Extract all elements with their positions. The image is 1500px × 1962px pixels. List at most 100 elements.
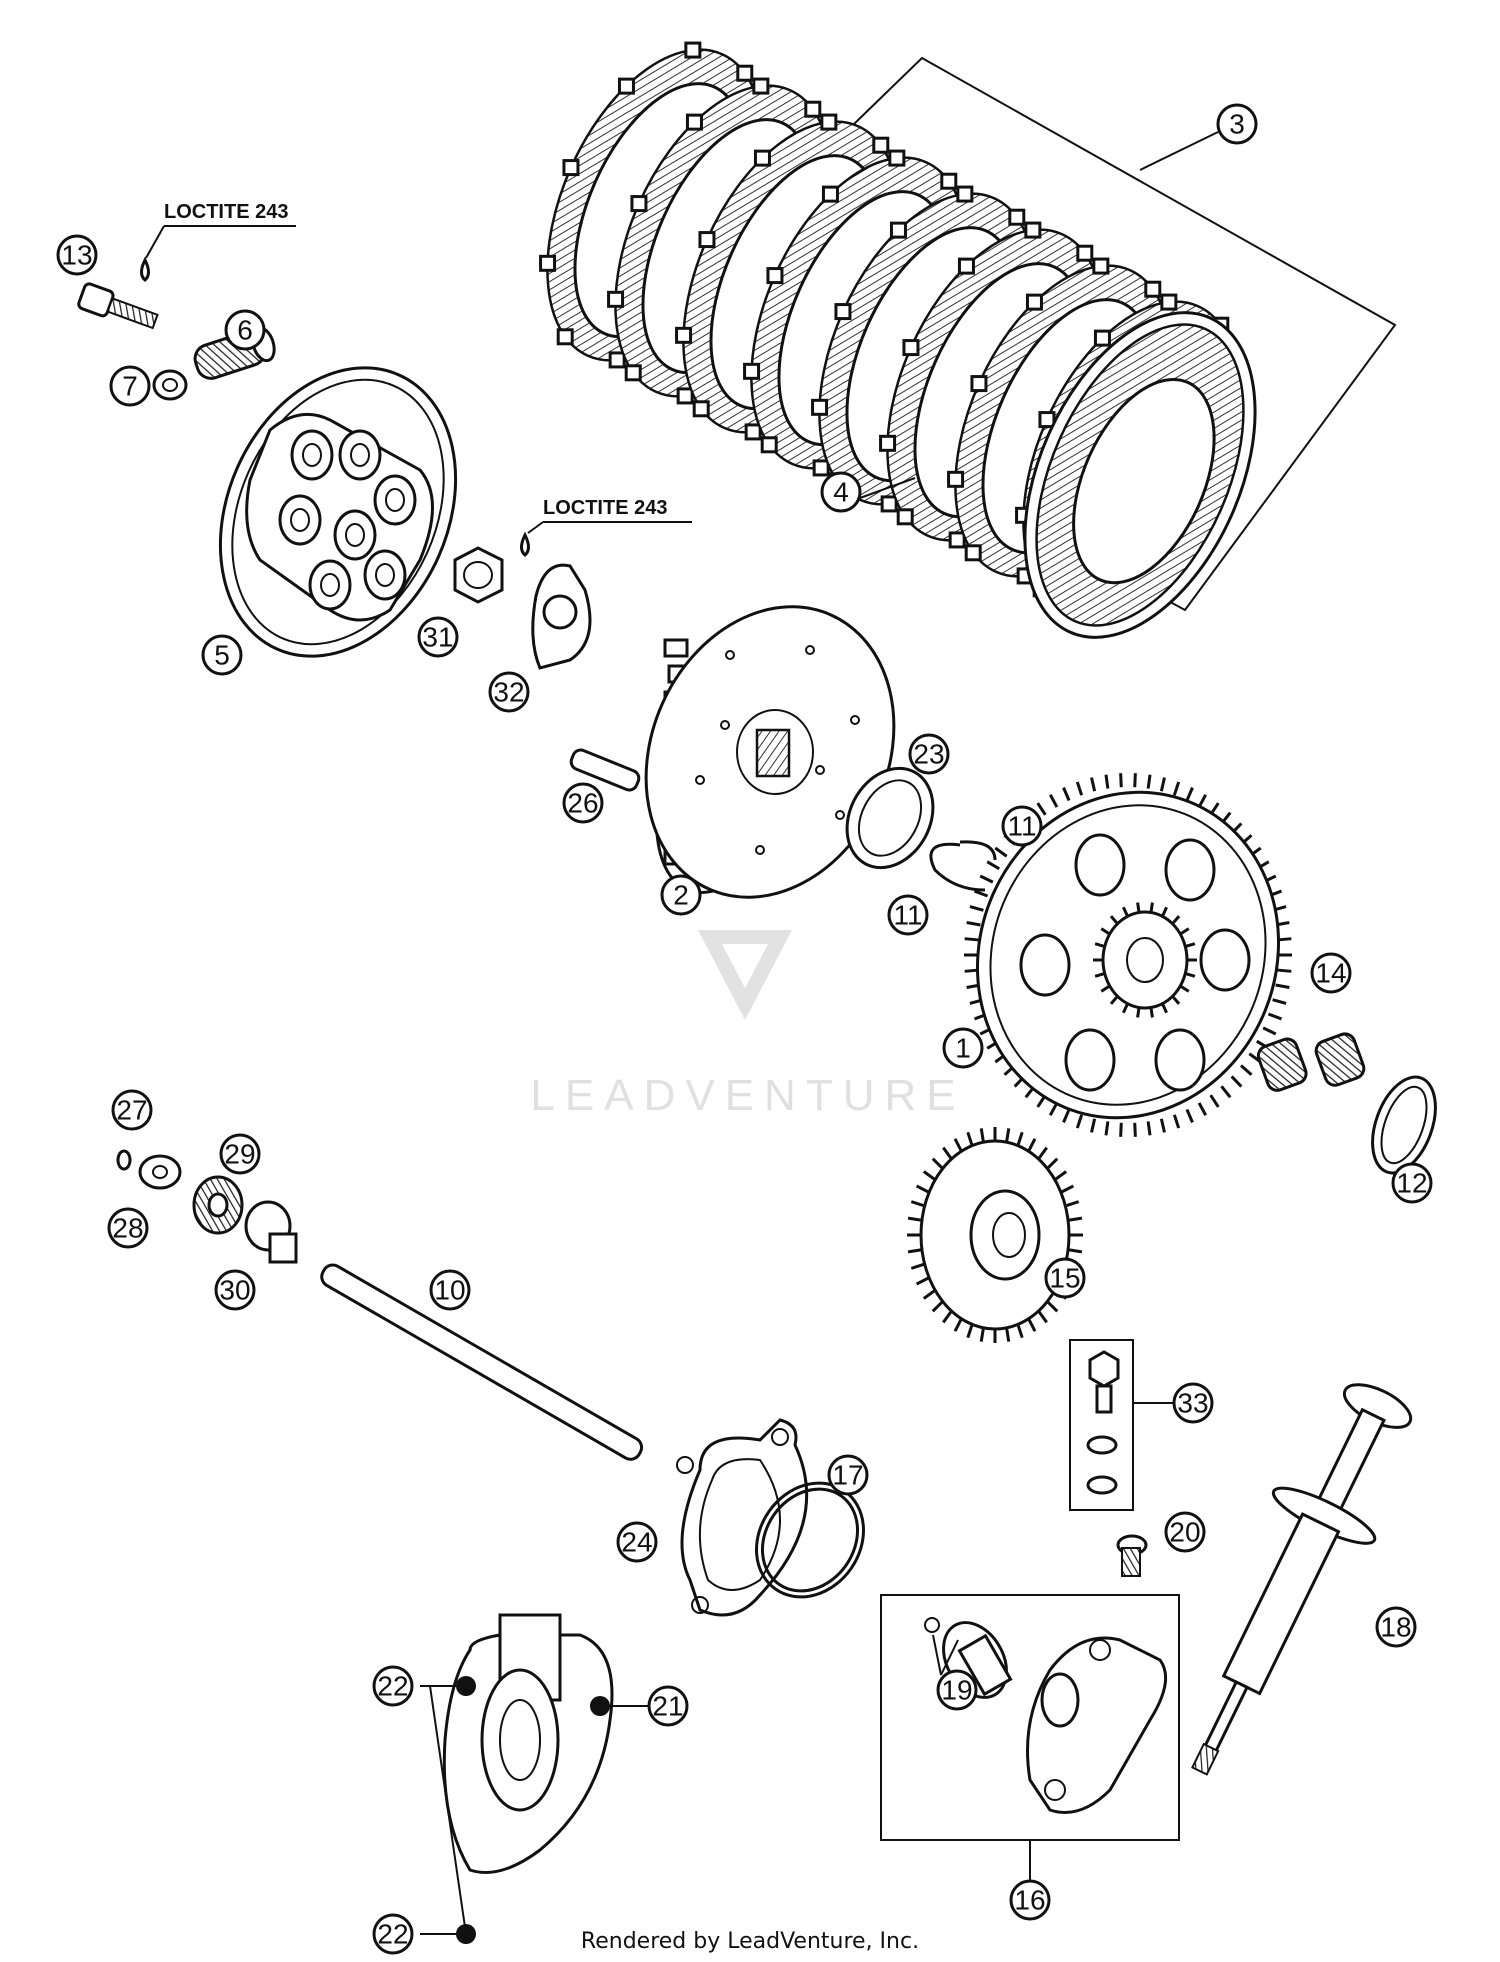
callout-15-label: 15 — [1049, 1263, 1080, 1294]
plate-tab — [811, 398, 829, 416]
basket-tooth — [986, 860, 1001, 871]
slave-cylinder-kit — [880, 1594, 1180, 1841]
plate-tab — [744, 423, 762, 441]
spring-boss — [278, 494, 322, 546]
callout-14-label: 14 — [1315, 958, 1346, 989]
callout-26: 26 — [562, 782, 604, 824]
callout-5: 5 — [201, 634, 243, 676]
plate-tab — [760, 436, 778, 454]
basket-tooth — [1062, 1108, 1071, 1123]
callout-17-label: 17 — [832, 1460, 863, 1491]
hub-hole — [725, 650, 735, 660]
plate-tab — [1024, 221, 1042, 239]
callout-13-label: 13 — [61, 240, 92, 271]
callout-21-label: 21 — [652, 1691, 683, 1722]
basket-tooth — [1185, 787, 1194, 802]
callout-6-label: 6 — [237, 315, 253, 346]
plate-tab — [834, 303, 852, 321]
callout-17: 17 — [827, 1454, 869, 1496]
callout-22a: 22 — [372, 1665, 414, 1707]
basket-tooth — [1104, 774, 1110, 789]
callout-1-label: 1 — [955, 1033, 971, 1064]
plate-tab — [821, 185, 839, 203]
callout-18: 18 — [1375, 1606, 1417, 1648]
callout-1: 1 — [942, 1027, 984, 1069]
basket-window — [1199, 928, 1251, 992]
steel-plate-bore — [1072, 377, 1216, 585]
basket-tooth — [1220, 1085, 1232, 1099]
plate-tab — [889, 221, 907, 239]
callout-11a-label: 11 — [1007, 811, 1036, 842]
plate-tab — [685, 113, 703, 131]
watermark-v-logo-icon — [698, 930, 792, 1020]
callout-22b-label: 22 — [377, 1919, 408, 1950]
callout-31: 31 — [417, 616, 459, 658]
callout-11a: 11 — [1001, 805, 1043, 847]
bleed-syringe — [1191, 1383, 1413, 1776]
callout-22b: 22 — [372, 1913, 414, 1955]
basket-tooth — [964, 937, 979, 942]
basket-tooth — [1075, 1114, 1084, 1129]
plate-tab — [607, 290, 625, 308]
basket-tooth — [1159, 777, 1166, 792]
plate-tab — [692, 400, 710, 418]
callout-2-label: 2 — [673, 880, 689, 911]
callout-19: 19 — [936, 1669, 978, 1711]
clutch-plate-stack — [539, 41, 1397, 639]
basket-window — [1154, 1028, 1206, 1092]
basket-tooth — [1119, 1122, 1123, 1137]
callout-13: 13 — [56, 234, 98, 276]
callout-27: 27 — [111, 1089, 153, 1131]
callout-10-label: 10 — [434, 1275, 465, 1306]
plate-tab — [617, 77, 635, 95]
callout-6: 6 — [224, 309, 266, 351]
callout-28: 28 — [107, 1207, 149, 1249]
bleed-valve-kit — [1069, 1339, 1134, 1511]
basket-tooth — [1048, 1102, 1059, 1116]
snap-rings — [929, 840, 997, 892]
spring-boss — [308, 559, 352, 611]
plate-tab — [736, 64, 754, 82]
plate-tab — [1025, 293, 1043, 311]
basket-window — [1074, 833, 1126, 897]
gear-bore — [992, 1212, 1026, 1258]
callout-7: 7 — [109, 365, 151, 407]
basket-window — [1064, 1028, 1116, 1092]
plate-tab — [888, 149, 906, 167]
callout-4: 4 — [820, 471, 862, 513]
thrust-washer — [845, 766, 935, 870]
callout-23: 23 — [908, 733, 950, 775]
cover-gasket — [676, 1418, 809, 1617]
callout-30-label: 30 — [219, 1275, 250, 1306]
callout-27-label: 27 — [116, 1095, 147, 1126]
callout-30: 30 — [214, 1269, 256, 1311]
callout-4-label: 4 — [833, 477, 849, 508]
hub-hole — [755, 845, 765, 855]
callout-10: 10 — [429, 1269, 471, 1311]
pin — [569, 748, 641, 792]
callout-19-label: 19 — [941, 1675, 972, 1706]
loctite-note-top: LOCTITE 243 — [164, 201, 288, 223]
plate-tab — [743, 362, 761, 380]
spring-boss-hole — [302, 443, 322, 467]
hub-spline — [663, 638, 689, 658]
needle-bearings — [1256, 1032, 1366, 1092]
plate-tab — [812, 459, 830, 477]
plate-tab — [766, 267, 784, 285]
basket-tooth — [1172, 1114, 1181, 1129]
hub-hole — [815, 765, 825, 775]
small-gear-bore — [1126, 937, 1164, 983]
callout-24-label: 24 — [621, 1527, 652, 1558]
callout-16-label: 16 — [1014, 1885, 1045, 1916]
plate-tab — [948, 531, 966, 549]
plate-tab — [940, 172, 958, 190]
spring-boss — [290, 429, 334, 481]
callout-20-label: 20 — [1169, 1517, 1200, 1548]
basket-tooth — [1230, 1075, 1243, 1088]
plate-tab — [1008, 208, 1026, 226]
plate-tab — [1092, 257, 1110, 275]
hub-hole — [805, 645, 815, 655]
callout-33: 33 — [1172, 1382, 1214, 1424]
plate-tab — [562, 159, 580, 177]
basket-tooth — [1262, 1026, 1277, 1036]
